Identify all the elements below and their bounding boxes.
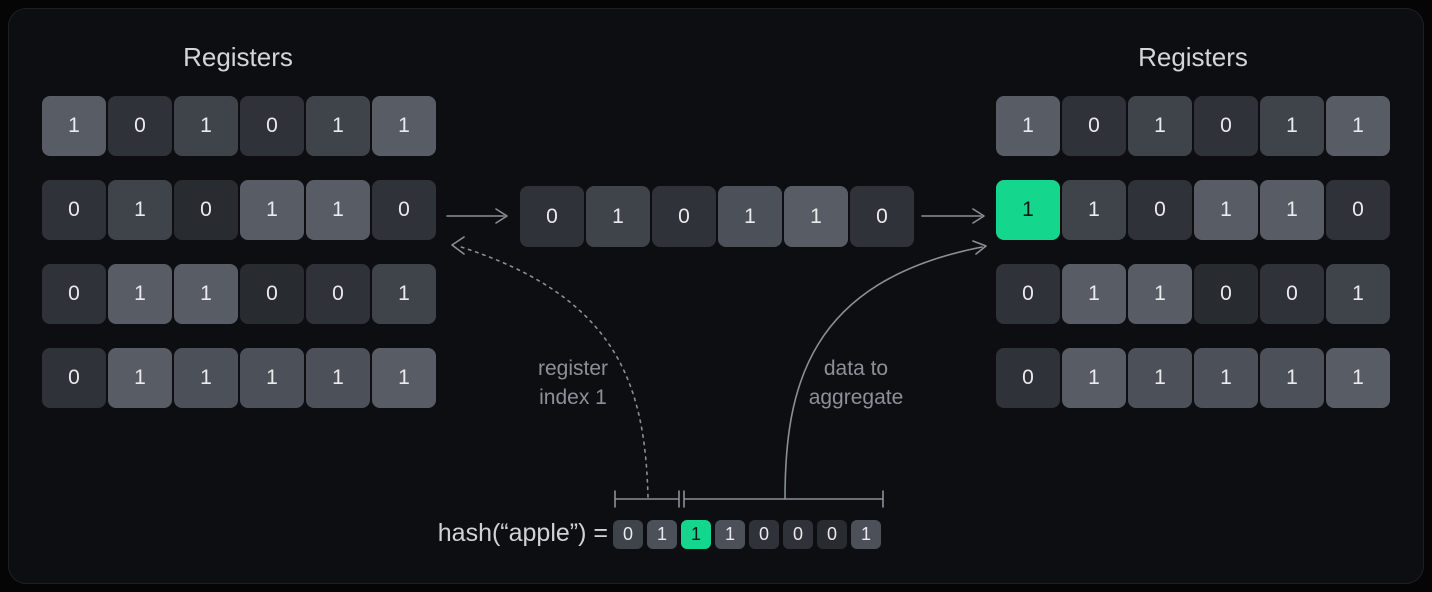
right-register-cell: 1 [1062, 348, 1126, 408]
left-register-cell: 1 [372, 348, 436, 408]
left-register-cell: 1 [240, 348, 304, 408]
right-register-cell: 0 [1194, 264, 1258, 324]
arrowhead-left-to-middle-icon [495, 208, 508, 224]
left-register-cell: 1 [42, 96, 106, 156]
right-register-cell: 0 [1128, 180, 1192, 240]
left-register-cell: 0 [42, 264, 106, 324]
arrowhead-data-aggregate-icon [972, 240, 987, 255]
left-register-cell: 1 [306, 348, 370, 408]
register-index-label: register index 1 [463, 354, 683, 412]
left-register-cell: 0 [108, 96, 172, 156]
right-register-cell: 1 [1194, 180, 1258, 240]
left-register-cell: 1 [108, 264, 172, 324]
dashed-curve-register-index [457, 245, 649, 498]
left-register-cell: 1 [372, 264, 436, 324]
arrowhead-register-index-icon [451, 236, 465, 255]
right-register-cell: 0 [1194, 96, 1258, 156]
bracket-data-bits [683, 490, 884, 508]
left-register-cell: 1 [174, 96, 238, 156]
highlighted-right-register-cell: 1 [996, 180, 1060, 240]
right-register-cell: 1 [1260, 348, 1324, 408]
highlighted-hash-bit-cell: 1 [681, 520, 711, 549]
right-register-cell: 1 [1062, 264, 1126, 324]
solid-curve-data-aggregate [784, 246, 983, 500]
hash-bit-cell: 0 [613, 520, 643, 549]
right-register-cell: 1 [996, 96, 1060, 156]
right-register-cell: 0 [996, 348, 1060, 408]
hash-expression-label: hash(“apple”) = [437, 519, 608, 547]
register-index-label-line2: index 1 [539, 386, 607, 409]
hash-bit-cell: 1 [647, 520, 677, 549]
right-register-cell: 1 [1128, 264, 1192, 324]
incoming-row-cell: 1 [784, 186, 848, 247]
right-register-cell: 1 [1260, 96, 1324, 156]
data-to-aggregate-label-line1: data to [823, 357, 889, 380]
right-register-cell: 1 [1128, 96, 1192, 156]
right-register-cell: 0 [1062, 96, 1126, 156]
right-register-cell: 0 [1326, 180, 1390, 240]
incoming-row-cell: 0 [850, 186, 914, 247]
register-index-label-line1: register [537, 357, 609, 380]
bracket-index-bits [614, 490, 680, 508]
left-registers-title: Registers [183, 42, 293, 72]
left-register-cell: 1 [174, 264, 238, 324]
incoming-row-cell: 1 [586, 186, 650, 247]
hash-bit-cell: 0 [749, 520, 779, 549]
hash-bit-cell: 0 [783, 520, 813, 549]
left-register-cell: 1 [306, 180, 370, 240]
left-register-cell: 0 [240, 96, 304, 156]
left-register-cell: 1 [306, 96, 370, 156]
right-register-cell: 1 [1326, 348, 1390, 408]
right-register-cell: 0 [996, 264, 1060, 324]
left-register-cell: 0 [42, 348, 106, 408]
right-register-cell: 1 [1194, 348, 1258, 408]
left-register-cell: 0 [240, 264, 304, 324]
incoming-row-cell: 0 [652, 186, 716, 247]
right-register-cell: 1 [1128, 348, 1192, 408]
right-register-cell: 1 [1260, 180, 1324, 240]
right-register-cell: 1 [1326, 264, 1390, 324]
left-register-cell: 1 [372, 96, 436, 156]
arrowhead-middle-to-right-icon [972, 208, 985, 224]
left-register-cell: 0 [42, 180, 106, 240]
left-register-cell: 1 [108, 180, 172, 240]
left-register-cell: 1 [174, 348, 238, 408]
data-to-aggregate-label: data to aggregate [746, 354, 966, 412]
left-register-cell: 0 [306, 264, 370, 324]
incoming-row-cell: 1 [718, 186, 782, 247]
left-register-cell: 0 [174, 180, 238, 240]
right-register-cell: 1 [1326, 96, 1390, 156]
right-register-cell: 0 [1260, 264, 1324, 324]
left-register-cell: 1 [240, 180, 304, 240]
right-registers-title: Registers [1138, 42, 1248, 72]
data-to-aggregate-label-line2: aggregate [808, 386, 904, 409]
hash-bit-cell: 1 [715, 520, 745, 549]
hash-bit-cell: 0 [817, 520, 847, 549]
left-register-cell: 0 [372, 180, 436, 240]
left-register-cell: 1 [108, 348, 172, 408]
hash-bit-cell: 1 [851, 520, 881, 549]
right-register-cell: 1 [1062, 180, 1126, 240]
incoming-row-cell: 0 [520, 186, 584, 247]
